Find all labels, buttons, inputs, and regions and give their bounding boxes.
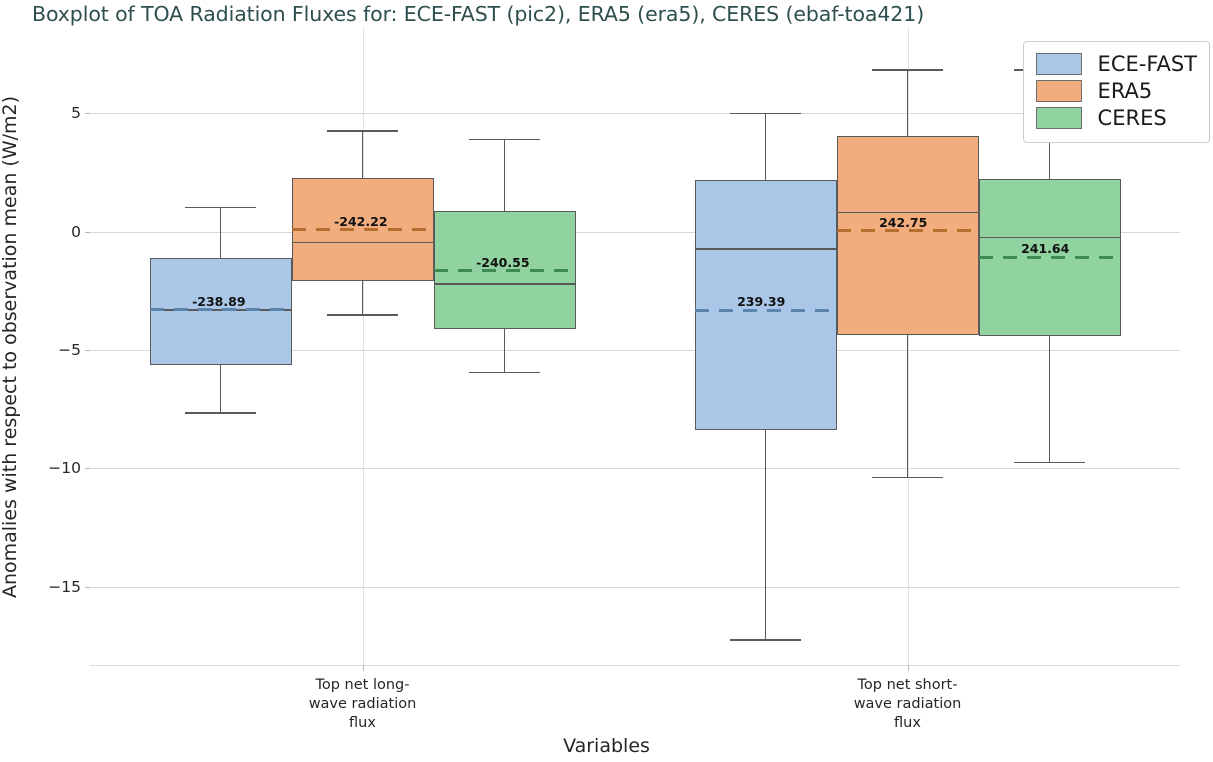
- whisker-upper: [764, 112, 767, 181]
- legend-label: ECE-FAST: [1097, 52, 1197, 76]
- y-tick-label: 0: [71, 222, 81, 241]
- legend-item[interactable]: ERA5: [1035, 79, 1197, 103]
- chart-title: Boxplot of TOA Radiation Fluxes for: ECE…: [32, 2, 925, 26]
- mean-line: [149, 308, 292, 312]
- whisker-cap-upper: [327, 130, 398, 132]
- x-tick-mark: [907, 665, 909, 671]
- gridline: [90, 231, 1180, 233]
- mean-line: [291, 228, 434, 232]
- whisker-cap-lower: [327, 314, 398, 316]
- plot-area: -238.89 239.39 -242.22 242.75 -240.55 241.64: [90, 28, 1180, 666]
- y-tick-mark: [85, 468, 90, 470]
- whisker-upper: [906, 69, 909, 137]
- whisker-upper: [503, 138, 506, 212]
- y-tick-mark: [85, 231, 90, 233]
- mean-value-label: -240.55: [476, 254, 530, 270]
- box: [149, 258, 292, 365]
- whisker-lower: [361, 280, 364, 315]
- whisker-cap-upper: [185, 206, 256, 209]
- y-tick-label: −15: [48, 577, 81, 596]
- box: [694, 180, 837, 431]
- x-axis-label: Variables: [563, 735, 650, 757]
- y-tick-label: −10: [48, 459, 81, 478]
- gridline-baseline: [90, 665, 1180, 666]
- legend-swatch-era5: [1035, 80, 1082, 102]
- median-line: [291, 241, 434, 243]
- median-line: [694, 248, 837, 250]
- legend-label: CERES: [1097, 106, 1167, 130]
- whisker-lower: [1048, 335, 1051, 462]
- y-tick-mark: [85, 113, 90, 115]
- mean-value-label: 242.75: [879, 214, 928, 230]
- mean-line: [836, 229, 979, 233]
- gridline: [90, 350, 1180, 352]
- whisker-cap-lower: [469, 371, 540, 374]
- gridline: [90, 468, 1180, 470]
- legend-swatch-ceres: [1035, 107, 1082, 129]
- whisker-lower: [219, 364, 222, 413]
- y-tick-label: 5: [71, 104, 81, 123]
- whisker-cap-lower: [872, 476, 943, 479]
- legend: ECE-FAST ERA5 CERES: [1022, 41, 1210, 143]
- x-tick-label: Top net long- wave radiation flux: [308, 677, 417, 731]
- whisker-lower: [906, 334, 909, 477]
- y-tick-mark: [85, 586, 90, 588]
- y-tick-mark: [85, 350, 90, 352]
- mean-line: [978, 255, 1121, 259]
- median-line: [836, 211, 979, 213]
- mean-line: [433, 269, 576, 273]
- whisker-cap-upper: [872, 69, 943, 72]
- legend-label: ERA5: [1097, 79, 1153, 103]
- box: [836, 136, 979, 335]
- x-tick-mark: [362, 665, 364, 671]
- whisker-cap-upper: [730, 112, 801, 115]
- whisker-upper: [219, 206, 222, 259]
- mean-value-label: 241.64: [1021, 241, 1070, 257]
- median-line: [978, 236, 1121, 239]
- whisker-cap-lower: [1014, 461, 1085, 464]
- mean-line: [694, 308, 837, 312]
- whisker-cap-upper: [469, 138, 540, 141]
- median-line: [433, 283, 576, 285]
- legend-item[interactable]: ECE-FAST: [1035, 52, 1197, 76]
- y-tick-label: −5: [58, 341, 81, 360]
- category-separator: [362, 28, 364, 665]
- legend-swatch-ece-fast: [1035, 53, 1082, 75]
- whisker-lower: [764, 430, 767, 639]
- mean-value-label: -238.89: [192, 293, 246, 309]
- mean-value-label: 239.39: [737, 294, 786, 310]
- legend-item[interactable]: CERES: [1035, 106, 1197, 130]
- gridline: [90, 586, 1180, 588]
- gridline: [90, 113, 1180, 115]
- whisker-cap-lower: [730, 638, 801, 641]
- whisker-cap-lower: [185, 412, 256, 414]
- whisker-upper: [361, 130, 364, 179]
- whisker-lower: [503, 329, 506, 372]
- mean-value-label: -242.22: [334, 213, 388, 229]
- x-tick-label: Top net short- wave radiation flux: [853, 677, 962, 731]
